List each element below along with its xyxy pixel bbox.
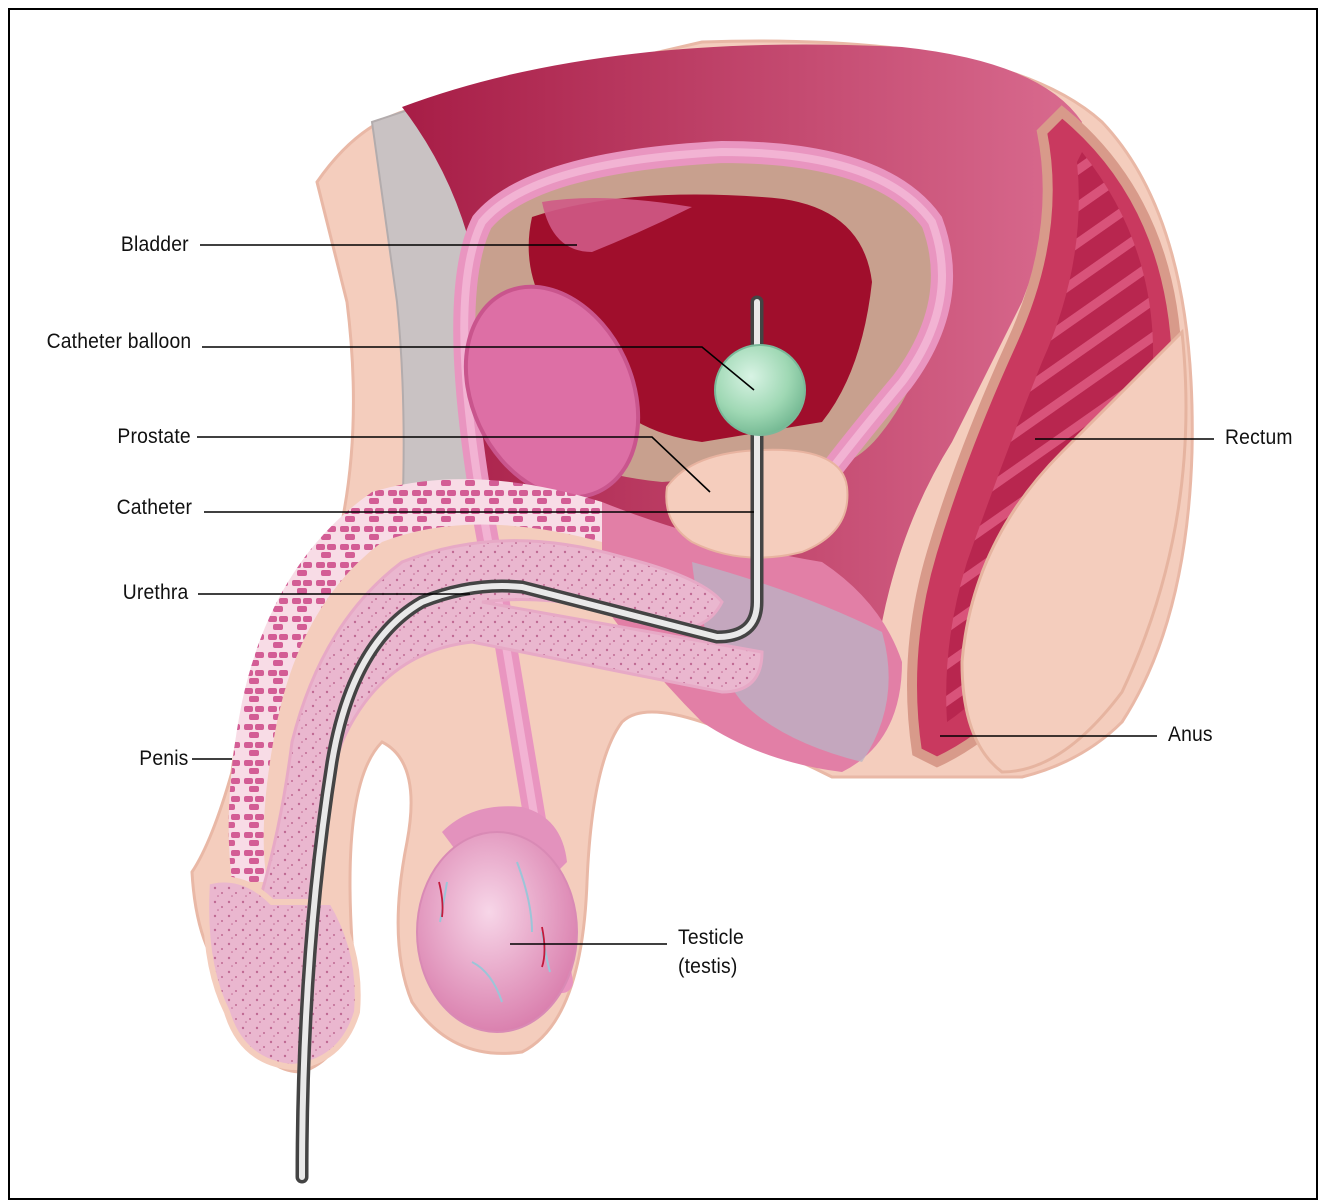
label-anus: Anus xyxy=(1168,724,1213,745)
label-testicle: Testicle (testis) xyxy=(678,923,744,981)
label-rectum: Rectum xyxy=(1225,427,1293,448)
diagram-frame: Bladder Catheter balloon Prostate Cathet… xyxy=(8,8,1318,1200)
label-prostate: Prostate xyxy=(117,426,190,447)
catheter-balloon-shape xyxy=(715,345,805,435)
label-testicle-line2: (testis) xyxy=(678,952,744,981)
testicle xyxy=(417,832,577,1032)
label-catheter-balloon: Catheter balloon xyxy=(47,331,192,352)
label-penis: Penis xyxy=(139,748,188,769)
label-bladder: Bladder xyxy=(121,234,189,255)
anatomy-illustration xyxy=(10,10,1318,1200)
glans xyxy=(206,880,358,1068)
label-testicle-line1: Testicle xyxy=(678,923,744,952)
label-catheter: Catheter xyxy=(117,497,193,518)
label-urethra: Urethra xyxy=(123,582,189,603)
